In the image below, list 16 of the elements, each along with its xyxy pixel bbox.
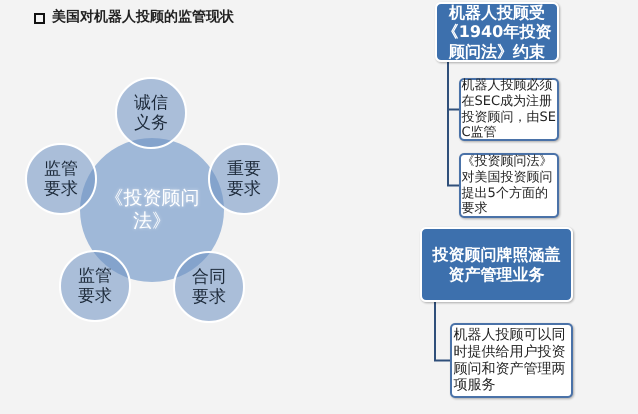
node-text: 《投资顾问法》 (104, 187, 200, 233)
node-text: 诚信义务 (133, 92, 169, 134)
connector-line (447, 62, 459, 186)
node-text: 机器人投顾可以同时提供给用户投资顾问和资产管理两项服务 (454, 326, 566, 394)
node-text: 《投资顾问法》对美国投资顾问提出5个方面的要求 (462, 154, 554, 217)
node-text: 监管要求 (77, 266, 113, 306)
title: 美国对机器人投顾的监管现状 (52, 8, 234, 26)
heading-box (420, 227, 573, 302)
text-box (450, 323, 573, 398)
connector-line (434, 302, 450, 362)
node-text: 机器人投顾受《1940年投资顾问法》约束 (442, 3, 552, 61)
node-text: 监管要求 (43, 158, 79, 200)
node-text: 机器人投顾必须在SEC成为注册投资顾问，由SEC监管 (462, 78, 556, 141)
node-text: 投资顾问牌照涵盖资产管理业务 (431, 245, 562, 284)
node-text: 合同要求 (191, 266, 227, 308)
node-text: 重要要求 (226, 158, 262, 200)
